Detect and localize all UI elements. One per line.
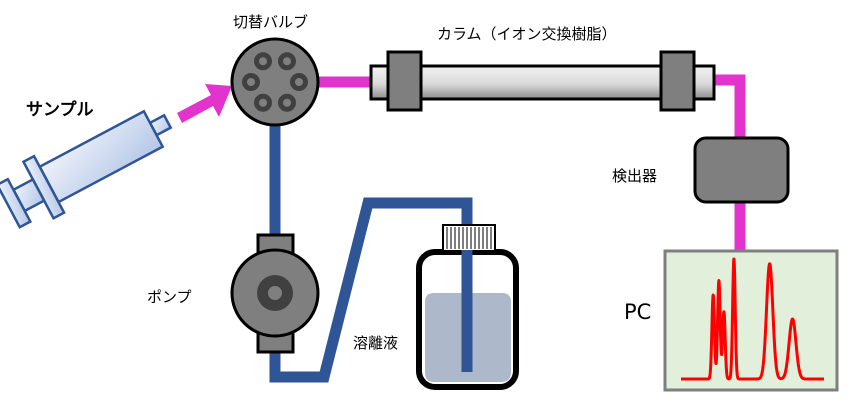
pc-label: PC — [624, 300, 652, 324]
valve-port-4 — [278, 93, 296, 112]
valve-port-5 — [254, 93, 272, 112]
valve-port-group — [242, 52, 308, 112]
pc-monitor — [663, 249, 839, 392]
pc-screen — [663, 249, 839, 392]
tube-column-to-detector — [714, 74, 746, 142]
sample-tubing — [318, 74, 746, 252]
column-end-fitting-right — [659, 50, 696, 112]
chromatogram — [679, 257, 826, 381]
chromatogram-trace — [679, 257, 826, 381]
pump — [230, 233, 320, 354]
pump-hub — [268, 286, 282, 300]
valve-label: 切替バルブ — [233, 13, 309, 31]
sample-label: サンプル — [26, 100, 94, 120]
pump-label: ポンプ — [147, 288, 192, 306]
column — [369, 50, 716, 112]
switching-valve — [230, 37, 320, 127]
detector-box — [693, 136, 790, 204]
valve-port-2 — [278, 52, 296, 71]
detector-label: 検出器 — [612, 167, 658, 185]
syringe-icon — [0, 109, 173, 229]
eluent-bottle — [416, 224, 519, 390]
column-end-fitting-left — [386, 50, 423, 112]
sample-injection-arrow — [177, 84, 232, 123]
column-tube — [369, 64, 716, 101]
valve-port-3 — [290, 73, 308, 91]
bottle-cap-ridges — [446, 227, 492, 249]
syringe-barrel — [38, 109, 165, 204]
eluent-label: 溶離液 — [353, 334, 399, 352]
valve-port-1 — [254, 52, 272, 71]
valve-port-6 — [242, 73, 260, 91]
column-label: カラム（イオン交換樹脂） — [437, 25, 617, 43]
syringe-plunger-head — [0, 177, 33, 229]
